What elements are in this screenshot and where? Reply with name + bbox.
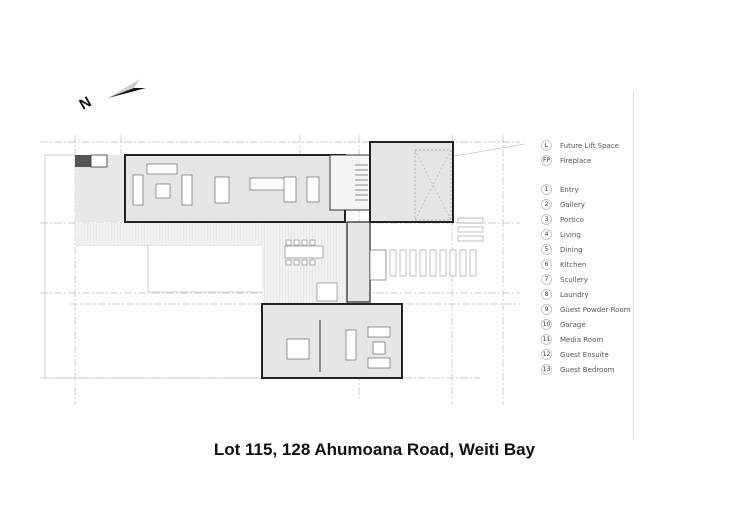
legend-divider <box>633 92 634 438</box>
parking-pavers <box>389 217 484 277</box>
guest-furniture <box>286 320 391 372</box>
room-1-entry <box>369 249 387 281</box>
legend-item-lift: L Future Lift Space <box>541 140 619 151</box>
legend-badge: L <box>541 140 552 151</box>
outdoor-dining-table <box>284 239 338 302</box>
legend-badge: FP <box>541 155 552 166</box>
staircase <box>355 164 368 201</box>
living-furniture <box>132 163 320 206</box>
room-10-garage <box>369 141 454 223</box>
deck-strip <box>75 223 262 245</box>
plan-title: Lot 115, 128 Ahumoana Road, Weiti Bay <box>213 440 536 459</box>
north-arrow-icon <box>108 79 146 98</box>
legend-item-fireplace: FP Fireplace <box>541 155 592 166</box>
fireplace <box>75 155 91 167</box>
room-2-gallery <box>346 221 371 303</box>
